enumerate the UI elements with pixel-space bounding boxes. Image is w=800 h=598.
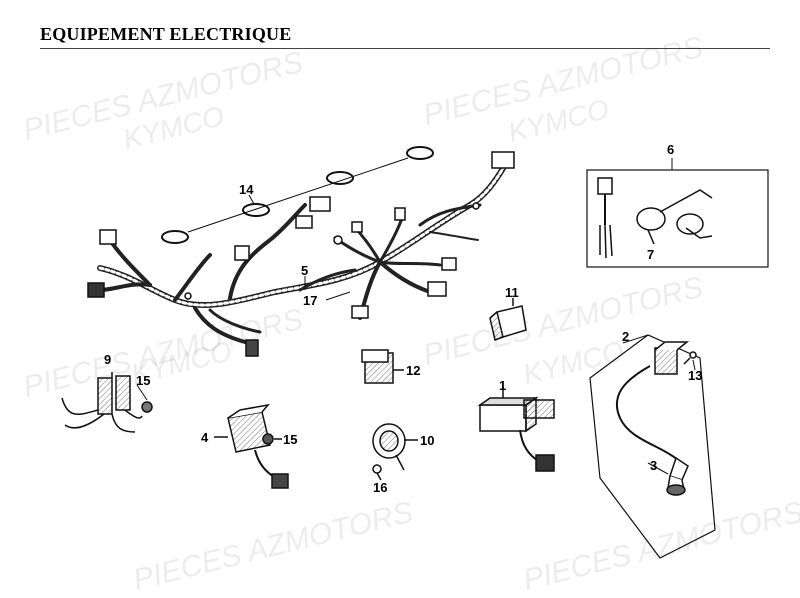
horn (372, 423, 418, 471)
connector (184, 292, 192, 300)
connector (234, 245, 250, 261)
callout-7: 7 (647, 247, 654, 262)
callout-1: 1 (499, 378, 506, 393)
relay (489, 298, 527, 342)
callout-4: 4 (201, 430, 209, 445)
callout-11: 11 (505, 285, 519, 300)
connector (491, 151, 515, 169)
connector (441, 257, 457, 271)
fuse-box (61, 372, 153, 433)
callout-13: 13 (688, 368, 702, 383)
callout-17: 17 (303, 293, 317, 308)
cable-clamps (161, 146, 434, 244)
callout-6: 6 (667, 142, 674, 157)
connector (394, 207, 406, 221)
connector (295, 215, 313, 229)
ignition-coil-assembly (589, 334, 716, 559)
wiring-harness (97, 162, 508, 344)
parts-diagram-page: EQUIPEMENT ELECTRIQUE PIECES AZMOTORS KY… (20, 24, 800, 598)
callout-labels: 1 2 3 4 5 6 7 9 10 11 12 13 14 15 15 16 … (104, 142, 702, 495)
callout-10: 10 (420, 433, 434, 448)
callout-3: 3 (650, 458, 657, 473)
callout-2: 2 (622, 329, 629, 344)
connector (309, 196, 331, 212)
connector (351, 221, 363, 233)
flasher-relay (361, 349, 404, 384)
callout-16: 16 (373, 480, 387, 495)
leader-lines (136, 194, 696, 401)
connector (99, 229, 117, 245)
connector (472, 202, 480, 210)
harness-connectors (87, 151, 515, 357)
connector (245, 339, 259, 357)
callout-15-fuse-nut: 15 (136, 373, 150, 388)
bolt (372, 464, 382, 481)
exploded-parts-drawing: 1 2 3 4 5 6 7 9 10 11 12 13 14 15 15 16 … (61, 142, 769, 559)
title-divider (40, 48, 770, 49)
ignition-switch-kit (586, 158, 769, 268)
cdi-unit (477, 386, 555, 472)
callout-15-regulator-washer: 15 (283, 432, 297, 447)
connector (351, 305, 369, 319)
callout-9: 9 (104, 352, 111, 367)
connector (333, 235, 343, 245)
callout-14: 14 (239, 182, 254, 197)
connector (427, 281, 447, 297)
connector (87, 282, 105, 298)
callout-12: 12 (406, 363, 420, 378)
callout-5: 5 (301, 263, 308, 278)
page-title: EQUIPEMENT ELECTRIQUE (40, 24, 292, 44)
regulator-rectifier (214, 403, 289, 489)
